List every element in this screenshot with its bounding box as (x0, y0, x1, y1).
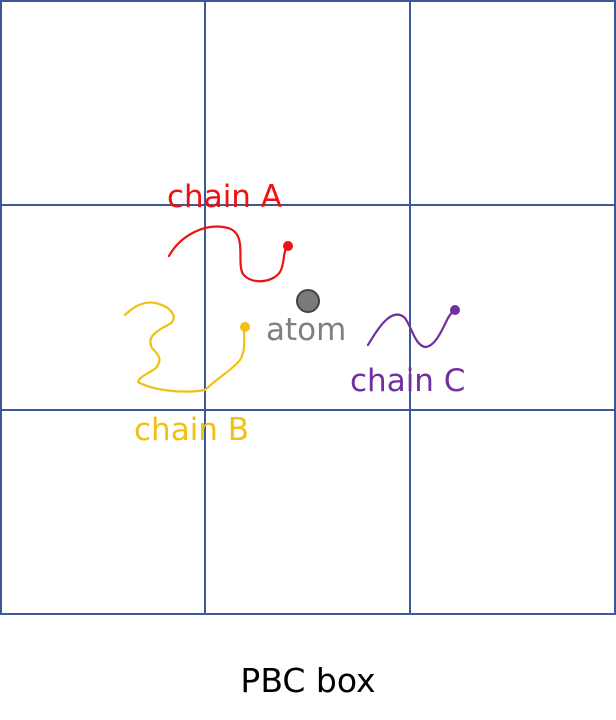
chain-a-path (167, 225, 289, 283)
pbc-grid (0, 0, 616, 615)
chain-b-head (240, 322, 250, 332)
pbc-box-outline (0, 0, 616, 615)
chain-a: chain A (167, 179, 293, 283)
chain-b-label: chain B (134, 412, 249, 448)
chain-b: chain B (123, 301, 250, 448)
figure-caption: PBC box (240, 661, 375, 700)
chain-c-label: chain C (350, 363, 465, 399)
atom-marker (296, 289, 320, 313)
chain-b-path (123, 301, 246, 393)
chain-a-head (283, 241, 293, 251)
chain-c-head (450, 305, 460, 315)
atom: atom (266, 289, 346, 348)
chain-c-path (366, 308, 457, 349)
atom-label: atom (266, 312, 346, 348)
chain-c: chain C (350, 305, 465, 399)
chain-a-label: chain A (167, 179, 282, 215)
